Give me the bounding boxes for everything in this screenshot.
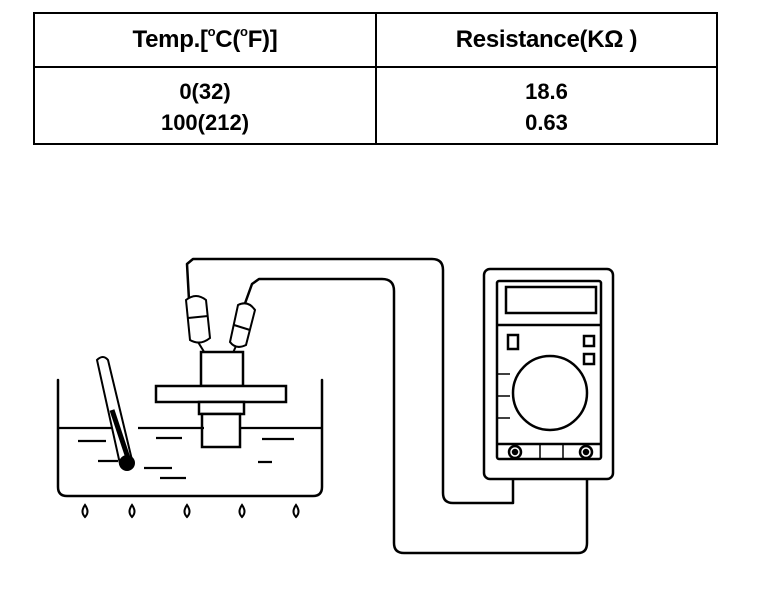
burner-flames-icon <box>81 503 300 519</box>
multimeter <box>482 267 615 481</box>
spec-table: Temp.[oC(oF)] Resistance(KΩ ) 0(32) 100(… <box>33 12 718 145</box>
degree-mark-c: o <box>207 24 216 39</box>
header-temp: Temp.[oC(oF)] <box>35 14 377 66</box>
multimeter-display <box>504 285 598 315</box>
multimeter-dial <box>511 354 589 432</box>
thermometer-icon <box>95 356 135 471</box>
wire-left <box>185 257 515 505</box>
multimeter-button-1 <box>582 334 596 348</box>
degree-mark-f: o <box>240 24 248 39</box>
header-temp-suffix: F)] <box>247 26 278 53</box>
probe-left <box>184 295 212 356</box>
water-container <box>56 378 324 498</box>
header-temp-mid: C( <box>215 26 241 53</box>
temp-value-1: 0(32) <box>179 78 231 104</box>
resistance-values: 18.6 0.63 <box>377 68 716 145</box>
header-temp-prefix: Temp.[ <box>132 26 208 53</box>
header-resistance-label: Resistance(KΩ ) <box>455 26 638 53</box>
water-surface <box>58 426 322 480</box>
temp-value-2: 100(212) <box>160 109 250 135</box>
header-resistance: Resistance(KΩ ) <box>377 14 716 66</box>
probe-right <box>228 302 257 356</box>
resistance-value-1: 18.6 <box>525 78 568 104</box>
multimeter-switch <box>506 333 520 351</box>
table-header-row: Temp.[oC(oF)] Resistance(KΩ ) <box>35 14 716 68</box>
multimeter-button-2 <box>582 352 596 366</box>
resistance-value-2: 0.63 <box>525 109 568 135</box>
table-body-row: 0(32) 100(212) 18.6 0.63 <box>35 68 716 145</box>
temperature-sensor <box>154 350 288 449</box>
temp-values: 0(32) 100(212) <box>35 68 377 145</box>
wire-right <box>237 277 589 555</box>
